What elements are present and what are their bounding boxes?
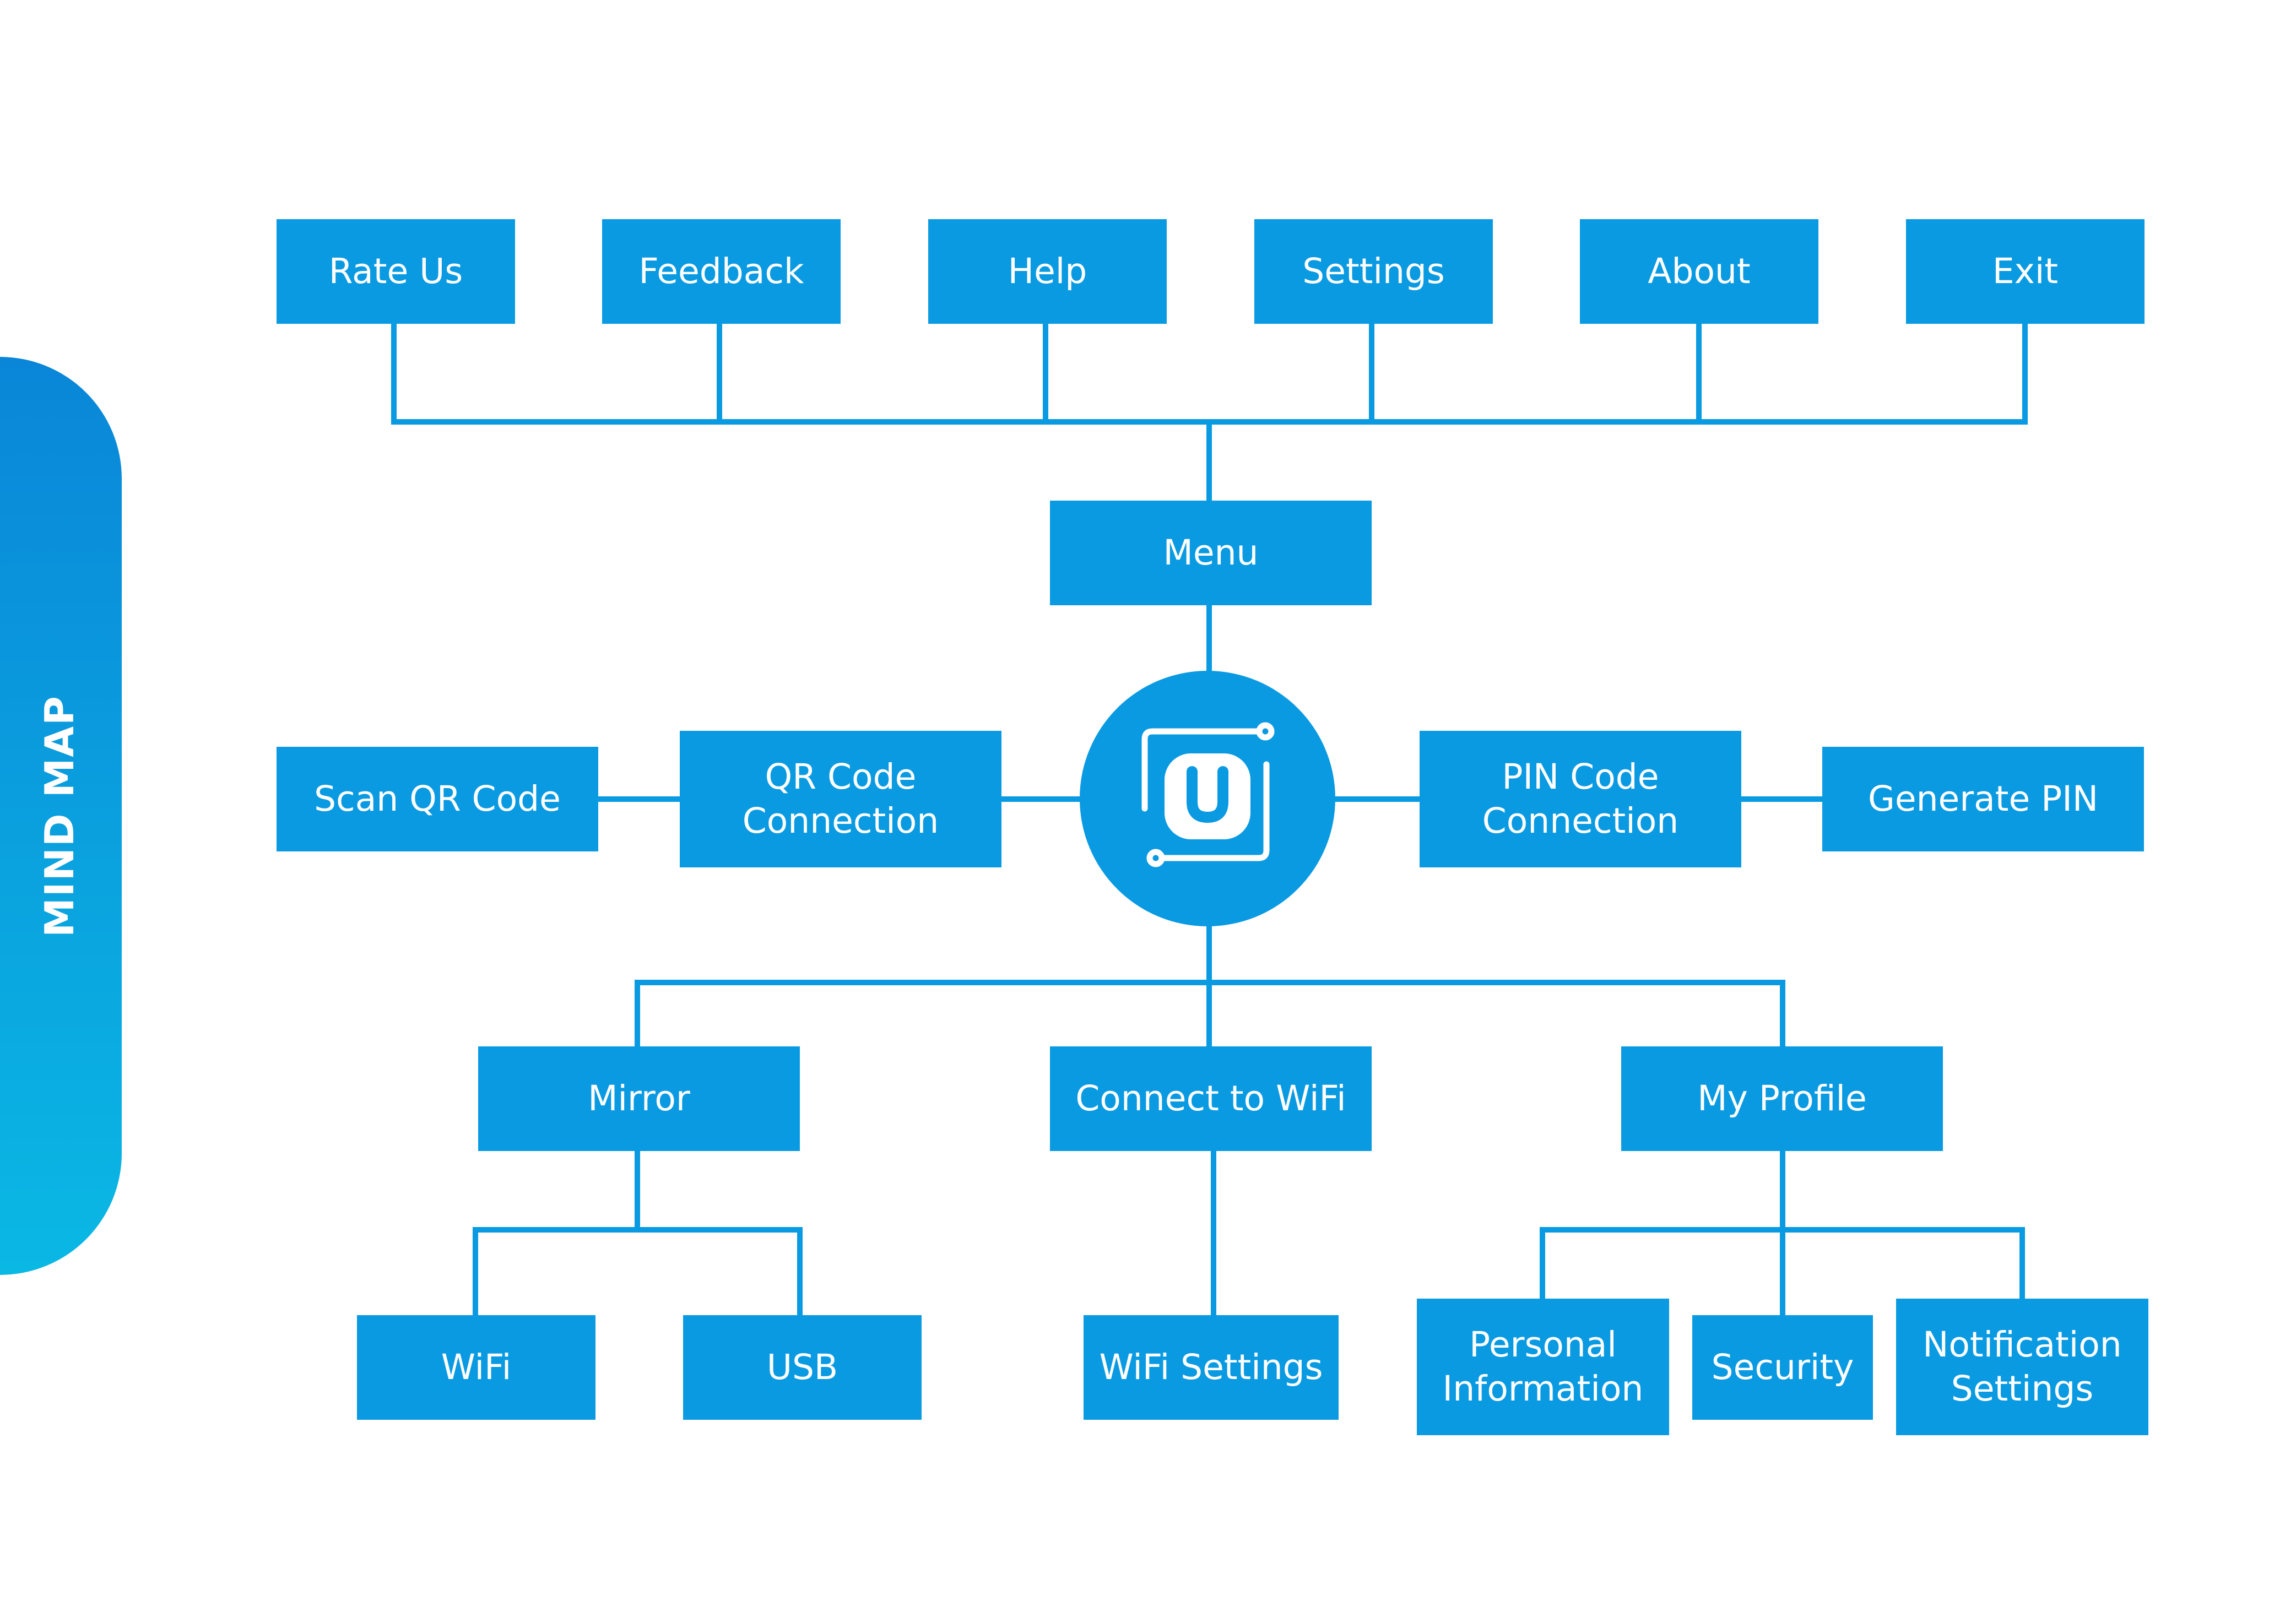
menu-item-settings[interactable]: Settings — [1254, 219, 1493, 324]
app-logo-icon — [1141, 722, 1275, 867]
my-profile-node[interactable]: My Profile — [1621, 1046, 1943, 1151]
app-logo-hub — [1080, 671, 1335, 926]
menu-item-feedback[interactable]: Feedback — [602, 219, 841, 324]
menu-node[interactable]: Menu — [1050, 501, 1372, 605]
qr-code-connection-node[interactable]: QR Code Connection — [680, 731, 1001, 867]
generate-pin-node[interactable]: Generate PIN — [1822, 747, 2144, 851]
connect-to-wifi-node[interactable]: Connect to WiFi — [1050, 1046, 1372, 1151]
menu-item-about[interactable]: About — [1580, 219, 1818, 324]
mind-map-side-tab — [0, 357, 122, 1275]
scan-qr-code-node[interactable]: Scan QR Code — [277, 747, 598, 851]
pin-code-connection-node[interactable]: PIN Code Connection — [1420, 731, 1741, 867]
menu-item-rate-us[interactable]: Rate Us — [277, 219, 515, 324]
menu-item-help[interactable]: Help — [928, 219, 1167, 324]
menu-item-exit[interactable]: Exit — [1906, 219, 2145, 324]
personal-information-node[interactable]: Personal Information — [1417, 1299, 1669, 1435]
mirror-node[interactable]: Mirror — [478, 1046, 800, 1151]
mirror-wifi-node[interactable]: WiFi — [357, 1315, 595, 1420]
security-node[interactable]: Security — [1692, 1315, 1873, 1420]
mirror-usb-node[interactable]: USB — [683, 1315, 922, 1420]
notification-settings-node[interactable]: Notification Settings — [1896, 1299, 2148, 1435]
wifi-settings-node[interactable]: WiFi Settings — [1084, 1315, 1339, 1420]
